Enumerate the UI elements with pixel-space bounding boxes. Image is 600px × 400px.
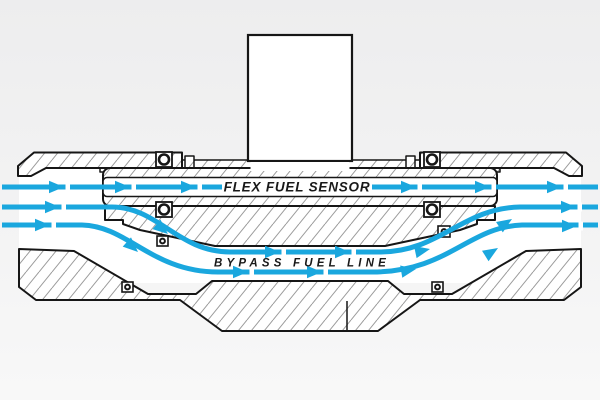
small-seal (121, 281, 134, 293)
flange-notch-left (184, 155, 195, 169)
label-bypass-fuel-line: BYPASS FUEL LINE (214, 258, 390, 270)
o-ring (423, 151, 441, 168)
sensor-body (246, 33, 354, 171)
flow-arrows (2, 180, 598, 279)
flange-notch-right (405, 155, 416, 169)
small-seal (431, 281, 444, 293)
o-ring (155, 151, 173, 168)
label-flex-fuel-sensor: FLEX FUEL SENSOR (224, 180, 371, 195)
flow-arrow-main (2, 180, 598, 194)
o-ring (155, 201, 173, 218)
flow-arrow-upper-bypass (2, 200, 598, 259)
bypass-upper-wall (104, 205, 496, 247)
small-seal (156, 235, 169, 247)
o-ring (423, 201, 441, 218)
bottom-housing (18, 248, 582, 332)
flow-arrow-lower-bypass (2, 218, 598, 279)
